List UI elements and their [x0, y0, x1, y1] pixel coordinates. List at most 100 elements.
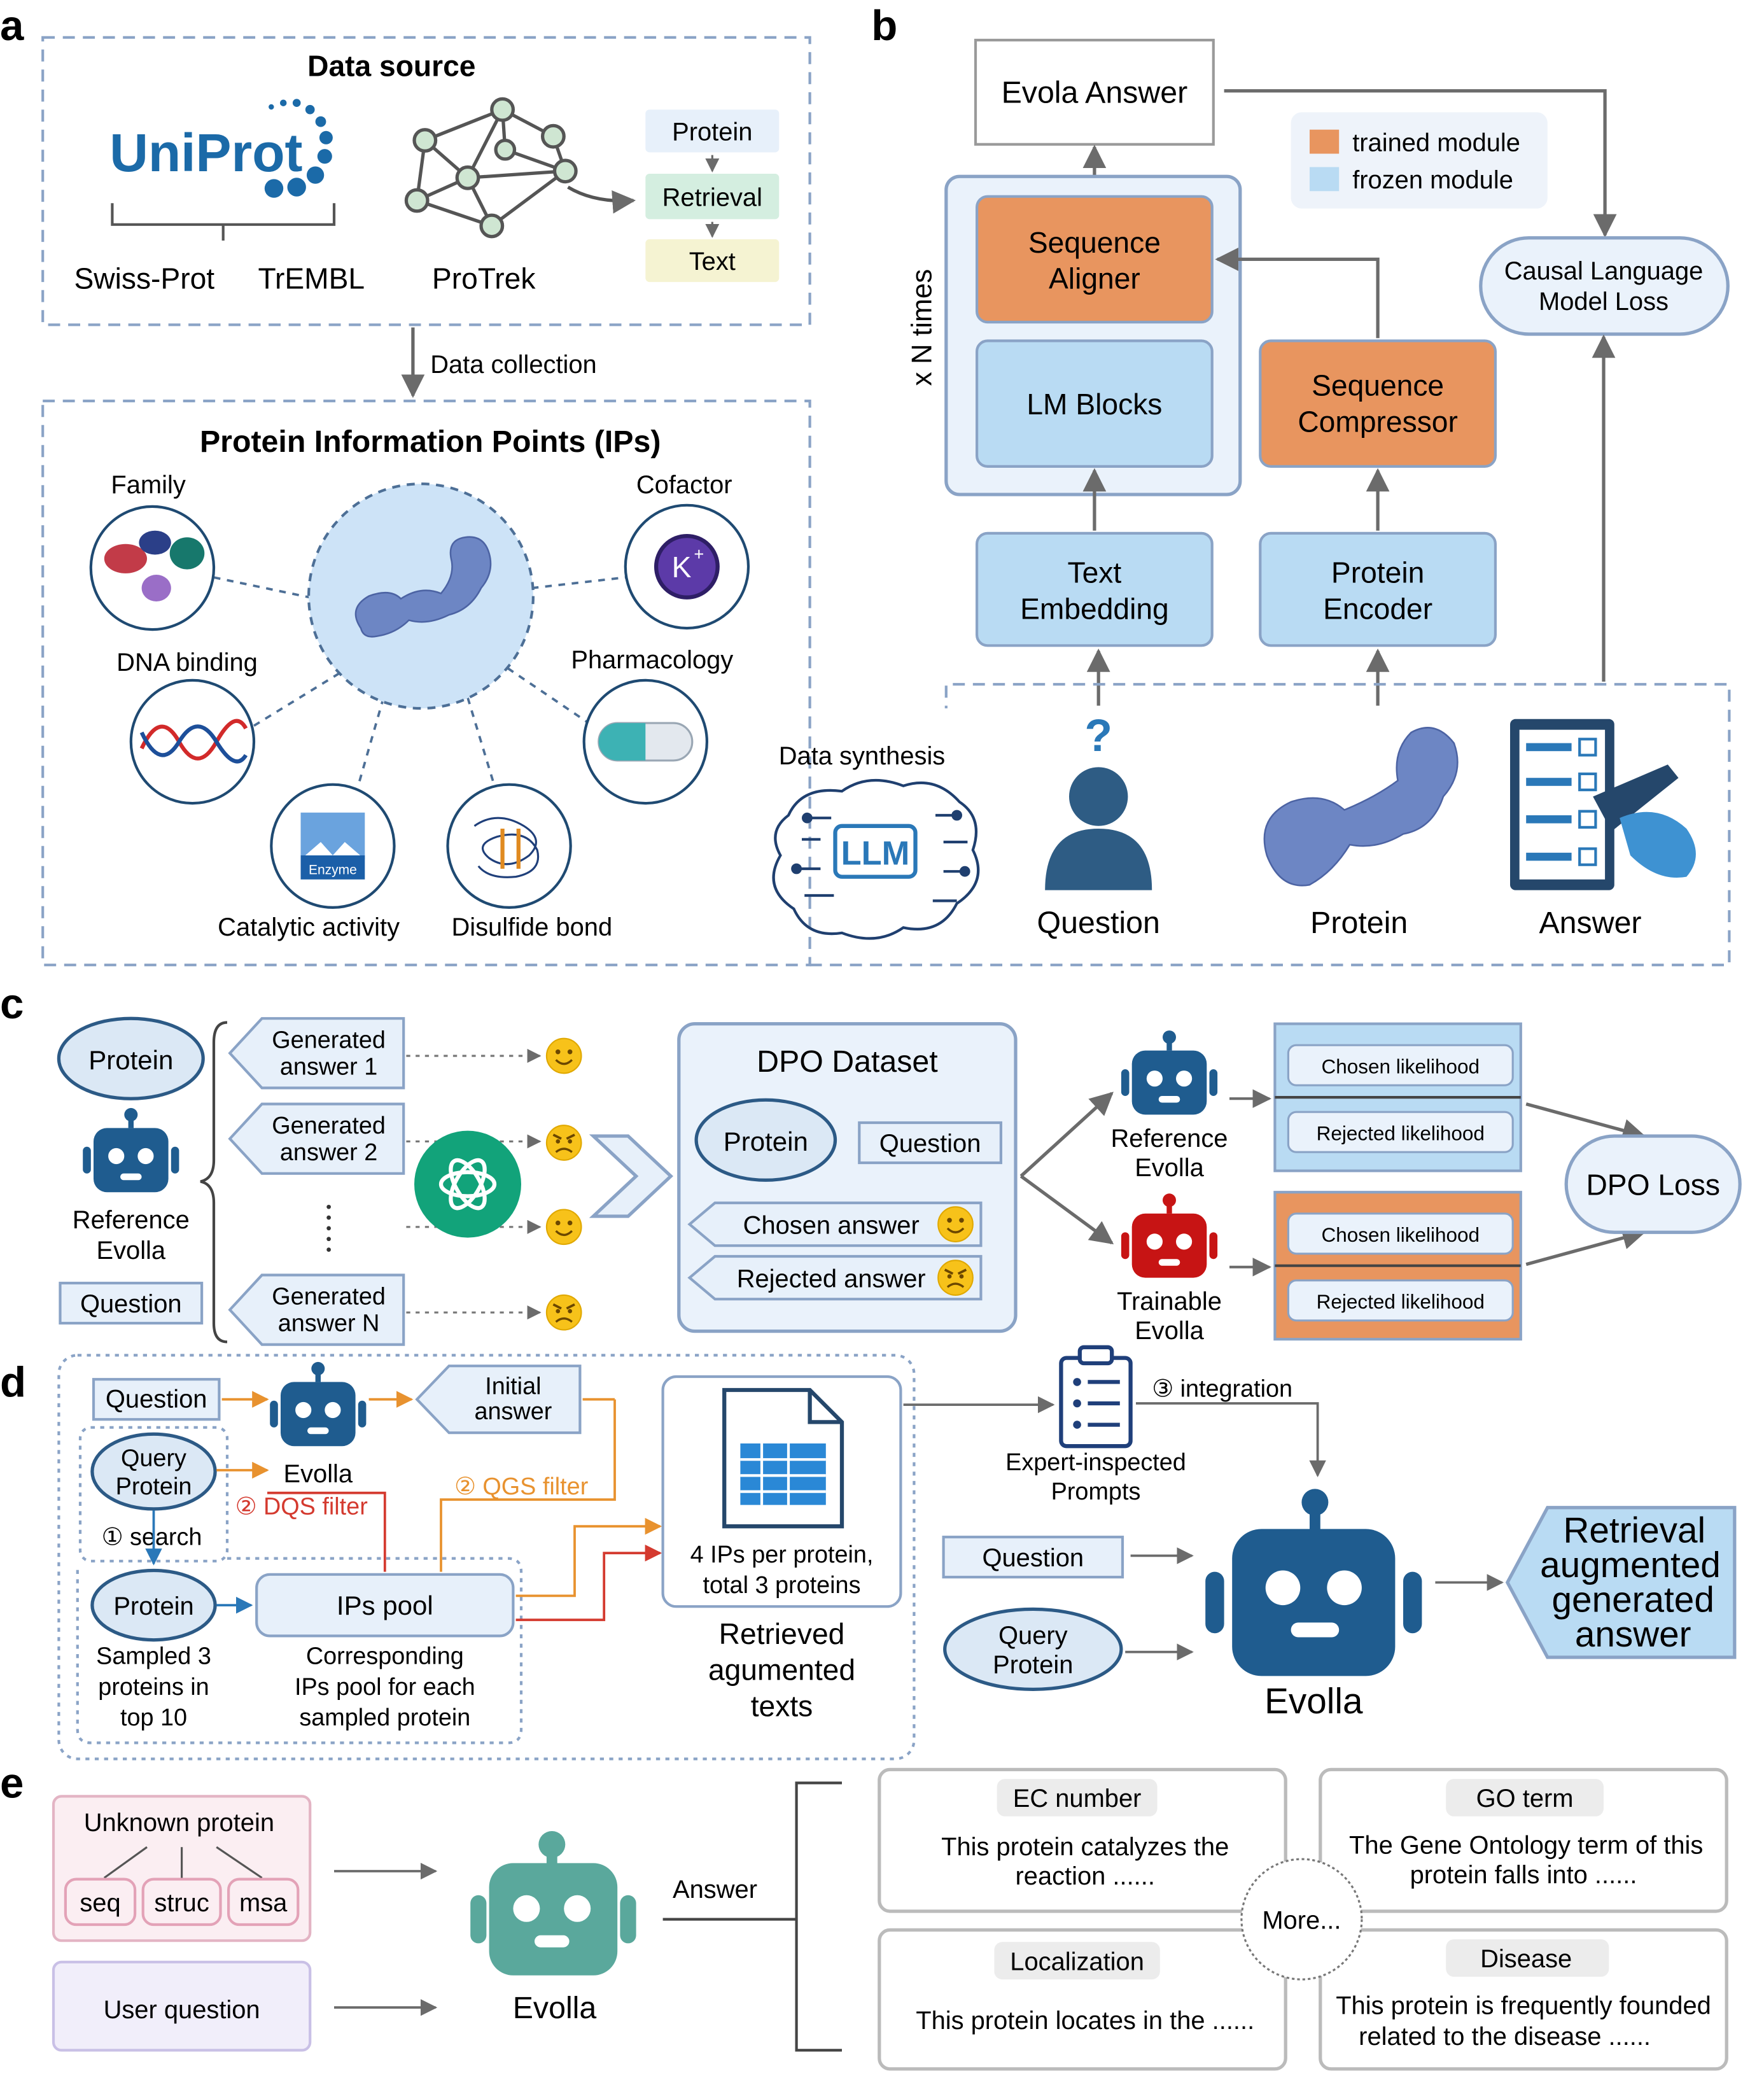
c-gen-1: Generated answer 1: [228, 1017, 405, 1090]
rejected-answer-label: Rejected answer: [737, 1265, 926, 1293]
c-protein-ellipse: [57, 1016, 205, 1100]
c-trainable-line-2: Evolla: [1135, 1317, 1204, 1345]
family-label: Family: [111, 471, 185, 499]
qgs-filter-line: [440, 1399, 616, 1572]
dpo-dataset-title: DPO Dataset: [757, 1044, 938, 1079]
legend: [1291, 112, 1548, 209]
trembl-label: TrEMBL: [258, 262, 365, 295]
chosen-answer-label: Chosen answer: [743, 1211, 920, 1239]
sequence-aligner-box: [975, 195, 1214, 324]
evolla-big-label: Evolla: [1264, 1681, 1363, 1722]
corresponding-line-1: Corresponding: [306, 1643, 464, 1670]
panel-label-d: d: [0, 1359, 26, 1407]
c-brace: [200, 1021, 228, 1344]
card-ec-tag: EC number: [1013, 1785, 1142, 1813]
chain-text-box: [645, 239, 780, 283]
protein-encoder-line-1: Protein: [1331, 556, 1424, 589]
modality-seq-label: seq: [80, 1889, 120, 1917]
d-query-right-line-2: Protein: [993, 1651, 1073, 1679]
query-dashed-box: [78, 1426, 229, 1562]
unknown-protein-label: Unknown protein: [84, 1809, 274, 1837]
spreadsheet-icon: [722, 1387, 844, 1529]
c-reference-line-2: Evolla: [96, 1237, 165, 1265]
card-localization-tag: Localization: [1010, 1948, 1144, 1976]
lm-blocks-label: LM Blocks: [1026, 388, 1162, 421]
panel-b: Evola Answer trained module frozen modul…: [772, 38, 1731, 967]
card-ec-line-1: This protein catalyzes the: [941, 1833, 1229, 1861]
dpo-protein-ellipse: [694, 1098, 837, 1182]
ips-per-protein-line-2: total 3 proteins: [703, 1572, 861, 1599]
data-source-box: [41, 36, 811, 326]
more-badge: [1240, 1858, 1363, 1981]
d-question-right-box: [942, 1535, 1124, 1579]
initial-answer-tag: [415, 1365, 582, 1435]
protrek-arrow: [567, 185, 636, 214]
ips-per-protein-line-1: 4 IPs per protein,: [690, 1541, 874, 1568]
corresponding-line-2: IPs pool for each: [295, 1674, 475, 1701]
svg-text:answer 2: answer 2: [280, 1139, 377, 1166]
llm-label: LLM: [841, 835, 910, 873]
dpo-protein-label: Protein: [724, 1127, 808, 1156]
dpo-loss-box: [1564, 1134, 1742, 1234]
protein-encoder-box: [1259, 531, 1497, 647]
corresponding-line-3: sampled protein: [299, 1704, 470, 1731]
card-ec: [878, 1767, 1287, 1913]
d-query-line-1: Query: [121, 1445, 186, 1472]
chain-retrieval-label: Retrieval: [662, 183, 762, 211]
ips-pool-label: IPs pool: [337, 1590, 433, 1620]
catalytic-label: Catalytic activity: [218, 913, 400, 941]
question-input-label: Question: [1037, 906, 1160, 940]
d-query-line-2: Protein: [116, 1473, 192, 1500]
family-icon: [89, 505, 216, 631]
user-question-box: [52, 1960, 312, 2052]
ref-rejected-likelihood: Rejected likelihood: [1317, 1121, 1485, 1144]
network-icon: [404, 97, 578, 239]
d-protein-ellipse: [90, 1568, 217, 1642]
c-protein-label: Protein: [88, 1045, 173, 1075]
angry-icon: [545, 1124, 583, 1162]
modality-struc-label: struc: [154, 1889, 209, 1917]
dpo-question-label: Question: [879, 1130, 981, 1158]
panel-e: Unknown protein seq struc msa User quest…: [52, 1767, 1728, 2071]
card-ec-line-2: reaction ......: [1015, 1862, 1154, 1890]
chain-text-label: Text: [689, 248, 736, 276]
uniprot-bracket: [111, 203, 336, 241]
svg-text:answer 1: answer 1: [280, 1053, 377, 1080]
openai-icon: [414, 1130, 521, 1238]
compressor-line-2: Compressor: [1298, 405, 1458, 438]
data-collection-label: Data collection: [430, 351, 597, 379]
trainable-chosen-likelihood: Chosen likelihood: [1322, 1223, 1480, 1246]
dna-binding-label: DNA binding: [116, 649, 258, 677]
initial-answer-line-1: Initial: [485, 1373, 541, 1400]
answer-to-loss-arrow: [1224, 89, 1617, 238]
d-protein-label: Protein: [113, 1592, 193, 1620]
qgs-filter-label: ② QGS filter: [454, 1473, 588, 1500]
protein-encoder-line-2: Encoder: [1323, 592, 1432, 625]
c-ellipsis-dots: [326, 1204, 331, 1252]
dpo-loss-label: DPO Loss: [1586, 1168, 1719, 1201]
retrieved-line-1: Retrieved: [719, 1617, 845, 1650]
ips-dashed-box: [76, 1557, 523, 1745]
card-localization-line-1: This protein locates in the ......: [916, 2007, 1254, 2035]
loss-line-1: Causal Language: [1504, 257, 1704, 285]
chosen-answer-tag: [687, 1201, 983, 1247]
c-ref-right-line-2: Evolla: [1135, 1154, 1204, 1182]
card-disease-tag: Disease: [1480, 1945, 1572, 1973]
ip-connectors: [213, 576, 626, 787]
dqs-filter-line: [267, 1491, 386, 1572]
more-label: More...: [1262, 1906, 1341, 1934]
c-question-box: [59, 1281, 204, 1325]
loss-box: [1479, 236, 1730, 336]
modality-msa-label: msa: [239, 1889, 288, 1917]
ref-chosen-likelihood: Chosen likelihood: [1322, 1055, 1480, 1078]
svg-text:Generated: Generated: [272, 1113, 386, 1139]
swissprot-label: Swiss-Prot: [74, 262, 214, 295]
aligner-line-1: Sequence: [1028, 226, 1161, 259]
retrieved-line-2: agumented: [708, 1653, 855, 1687]
pharmacology-label: Pharmacology: [571, 646, 733, 674]
cofactor-superscript: +: [694, 544, 704, 564]
legend-frozen-label: frozen module: [1352, 166, 1513, 194]
cofactor-label: Cofactor: [636, 471, 732, 499]
card-go-line-1: The Gene Ontology term of this: [1349, 1832, 1703, 1860]
smile-icon: [545, 1037, 583, 1074]
